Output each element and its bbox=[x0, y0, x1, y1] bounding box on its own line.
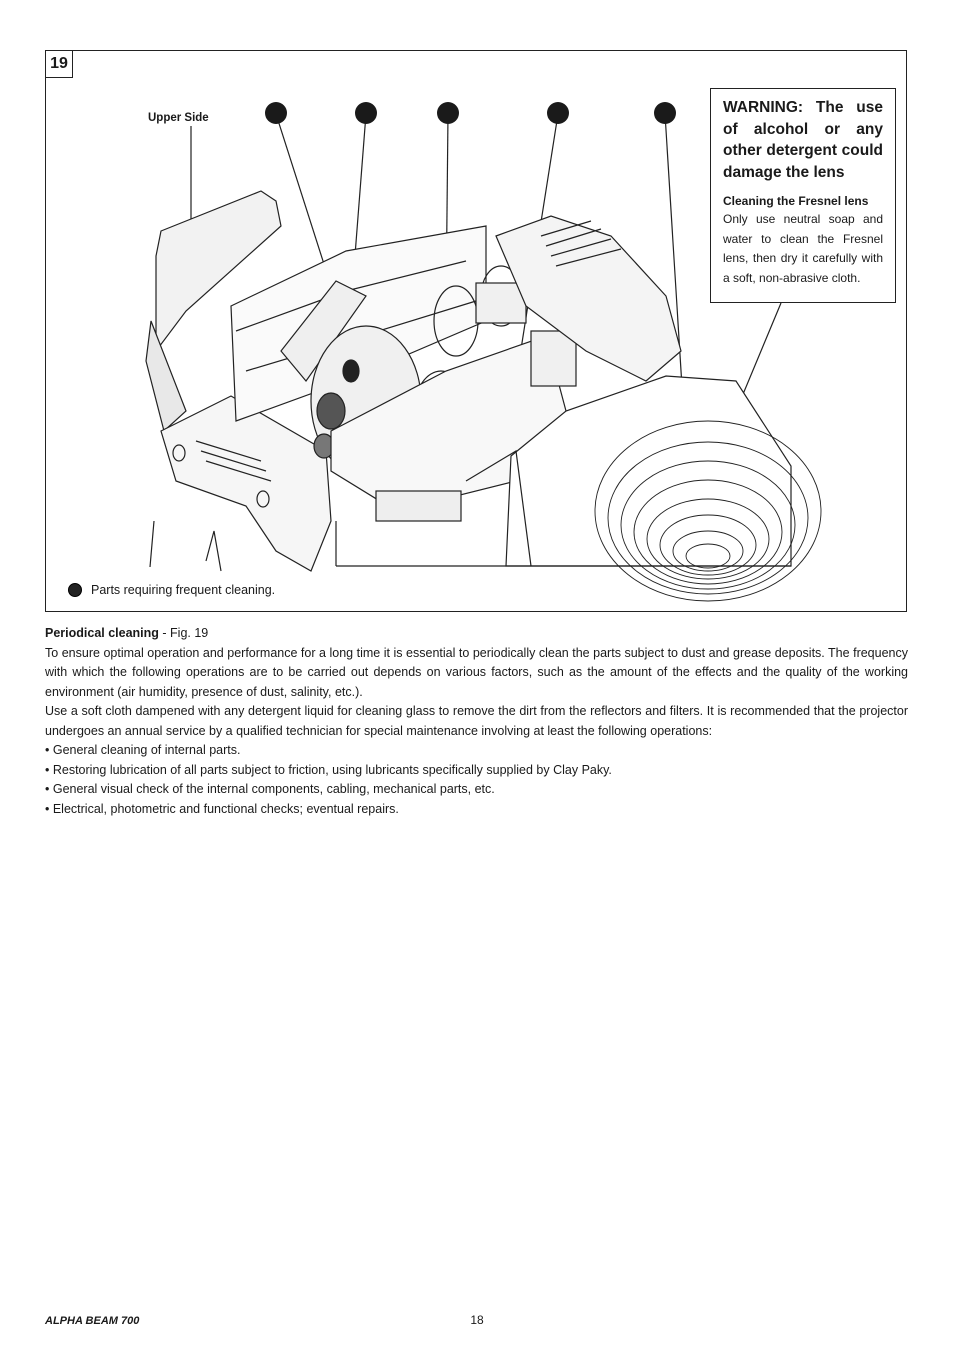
bullet-item: • Electrical, photometric and functional… bbox=[45, 801, 399, 816]
paragraph-1: To ensure optimal operation and performa… bbox=[45, 645, 908, 699]
paragraph-2: Use a soft cloth dampened with any deter… bbox=[45, 704, 908, 738]
cleaning-marker bbox=[547, 102, 569, 124]
cleaning-marker bbox=[654, 102, 676, 124]
cleaning-markers bbox=[265, 102, 676, 124]
upper-side-label: Upper Side bbox=[148, 112, 209, 124]
legend-text: Parts requiring frequent cleaning. bbox=[91, 583, 276, 597]
section-heading: Periodical cleaning bbox=[45, 626, 159, 640]
cleaning-marker bbox=[265, 102, 287, 124]
figure-number: 19 bbox=[46, 51, 73, 78]
section-heading-line: Periodical cleaning - Fig. 19 bbox=[45, 624, 908, 644]
cleaning-marker bbox=[355, 102, 377, 124]
fresnel-text: Only use neutral soap and water to clean… bbox=[723, 212, 883, 285]
bullet-item: • General cleaning of internal parts. bbox=[45, 743, 241, 757]
figure-19: 19 bbox=[45, 50, 907, 612]
page-number: 18 bbox=[470, 1313, 484, 1327]
projector-illustration bbox=[145, 102, 822, 602]
fresnel-heading: Cleaning the Fresnel lens bbox=[723, 194, 869, 208]
periodical-cleaning-section: Periodical cleaning - Fig. 19 To ensure … bbox=[45, 624, 908, 819]
bullet-item: • General visual check of the internal c… bbox=[45, 782, 495, 796]
legend: Parts requiring frequent cleaning. bbox=[68, 583, 275, 597]
bullet-item: • Restoring lubrication of all parts sub… bbox=[45, 762, 612, 777]
cleaning-marker-icon bbox=[68, 583, 82, 597]
cleaning-marker bbox=[437, 102, 459, 124]
warning-title: WARNING: The use of alcohol or any other… bbox=[723, 99, 883, 181]
figure-reference: - Fig. 19 bbox=[158, 626, 209, 640]
footer-product: ALPHA BEAM 700 bbox=[45, 1315, 140, 1327]
warning-box: WARNING: The use of alcohol or any other… bbox=[710, 88, 896, 303]
